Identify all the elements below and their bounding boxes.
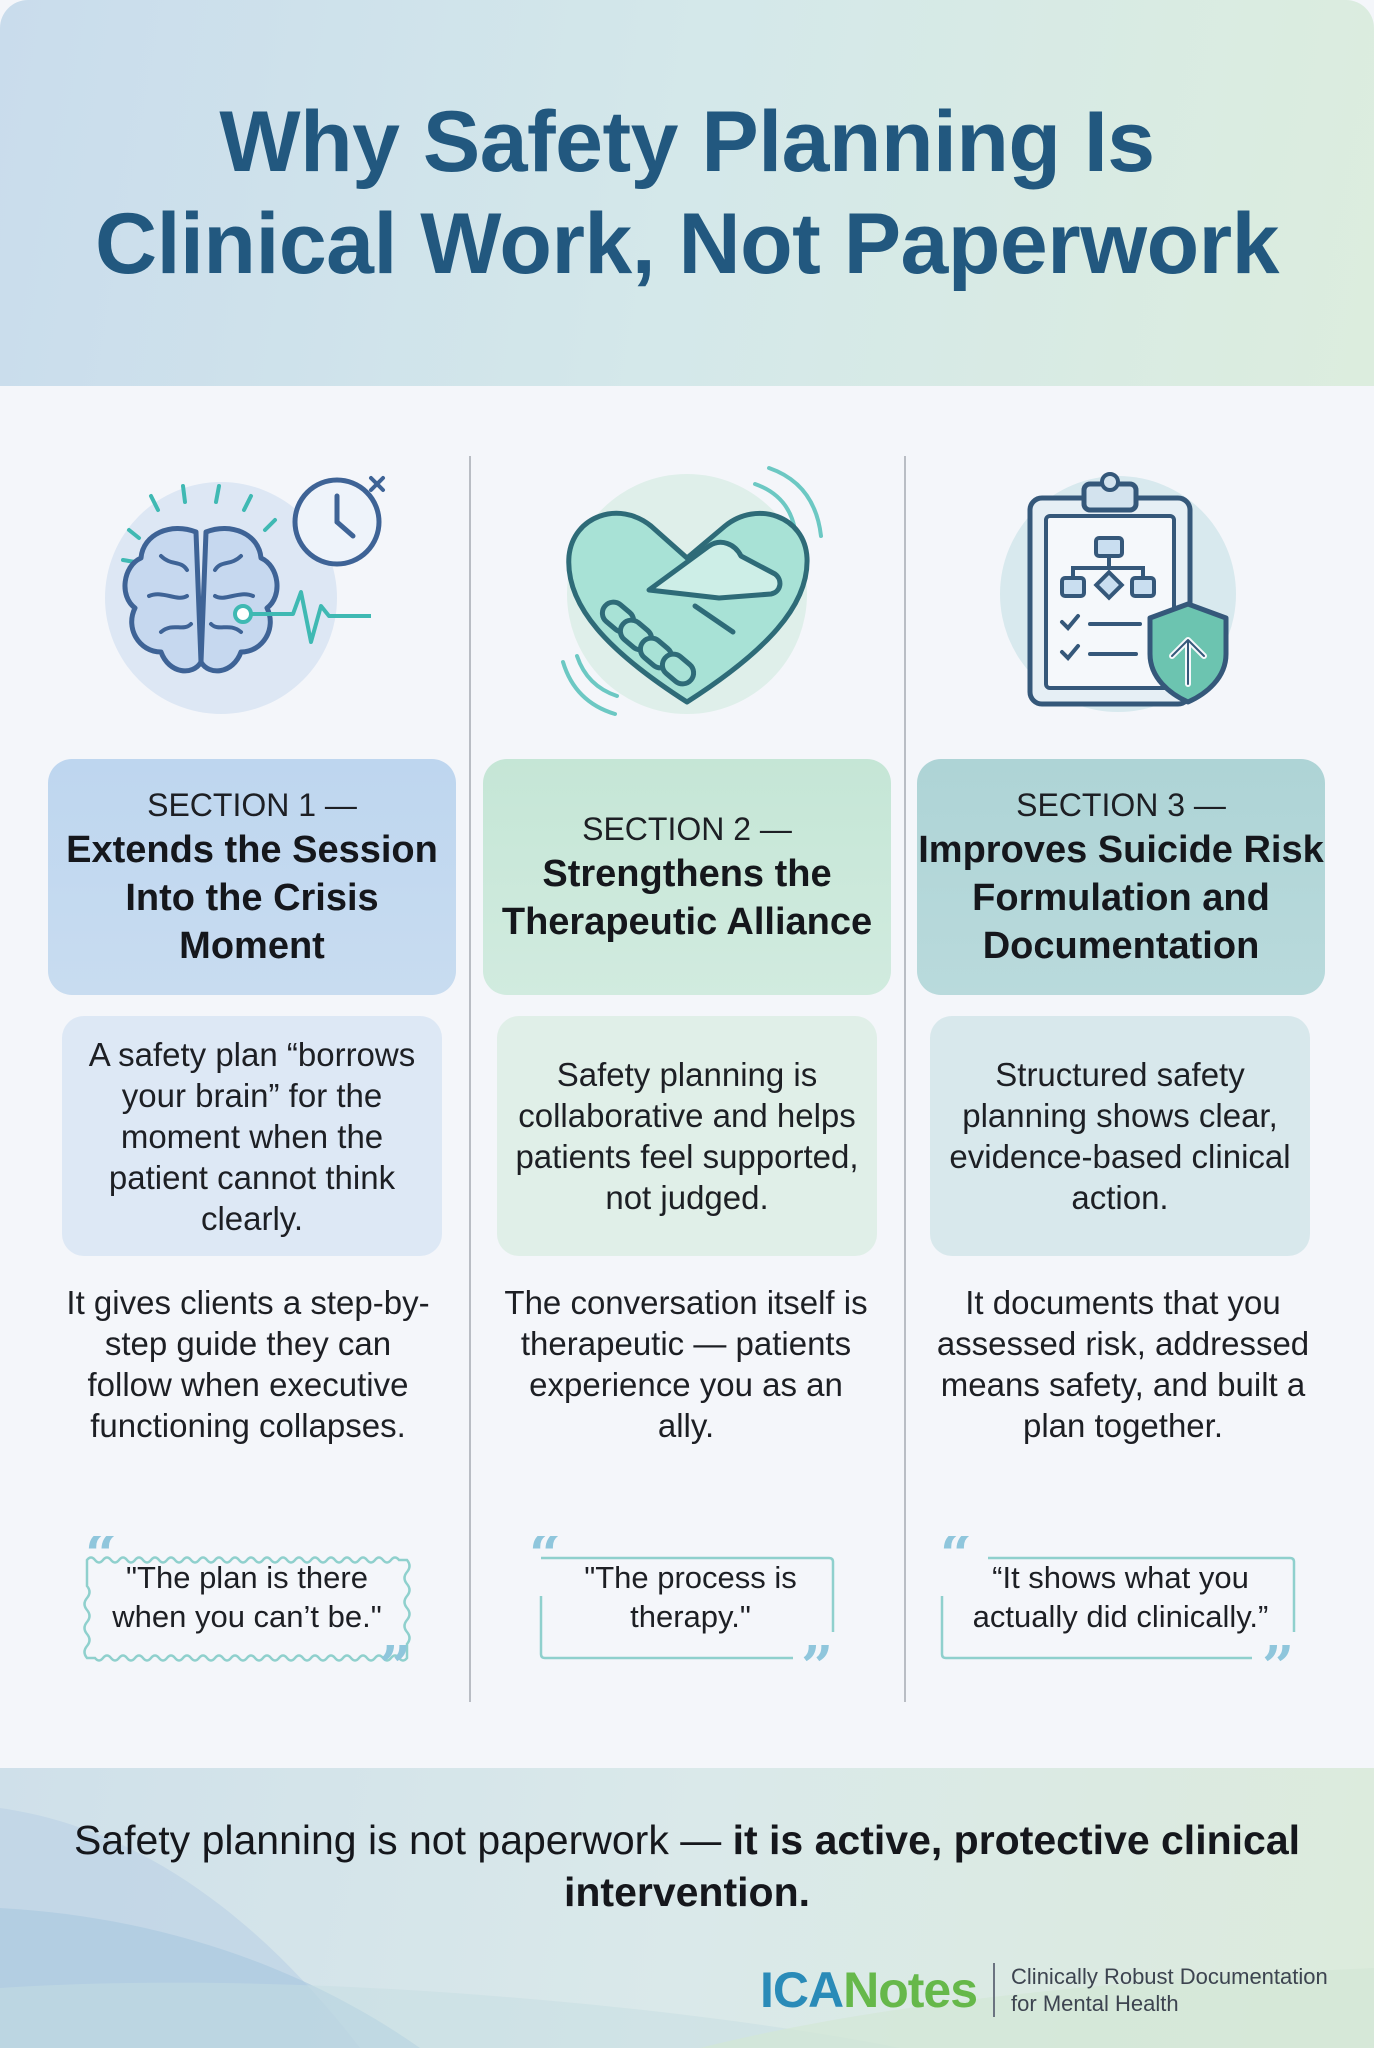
brand-block: ICANotes Clinically Robust Documentation… — [760, 1960, 1341, 2020]
section-quote: “It shows what you actually did clinical… — [972, 1560, 1269, 1634]
footer-statement: Safety planning is not paperwork — it is… — [0, 1814, 1374, 1918]
section-number: SECTION 3 — — [1016, 787, 1226, 823]
close-quote-icon: ” — [1262, 1634, 1294, 1686]
section-title: Strengthens the Therapeutic Alliance — [501, 853, 873, 943]
brain-clock-icon — [31, 456, 465, 726]
column-divider — [469, 456, 471, 1702]
section-number: SECTION 2 — — [582, 811, 792, 847]
section-description: A safety plan “borrows your brain” for t… — [62, 1016, 442, 1256]
quote-frame: “ ” — [83, 1536, 411, 1686]
close-quote-icon: ” — [801, 1634, 833, 1686]
section-column-2: SECTION 2 — Strengthens the Therapeutic … — [469, 456, 903, 1706]
section-title: Improves Suicide Risk Formulation and Do… — [918, 829, 1324, 967]
section-title-box: SECTION 2 — Strengthens the Therapeutic … — [483, 759, 891, 995]
quote-frame: “ ” — [529, 1536, 835, 1686]
handshake-heart-icon — [469, 456, 903, 726]
section-body: It documents that you assessed risk, add… — [936, 1284, 1310, 1444]
section-title-box: SECTION 3 — Improves Suicide Risk Formul… — [917, 759, 1325, 995]
footer-banner: Safety planning is not paperwork — it is… — [0, 1768, 1374, 2048]
section-title-box: SECTION 1 — Extends the Session Into the… — [48, 759, 456, 995]
column-divider — [904, 456, 906, 1702]
section-title: Extends the Session Into the Crisis Mome… — [66, 829, 438, 967]
page-title: Why Safety Planning Is Clinical Work, No… — [95, 94, 1279, 292]
section-body: The conversation itself is therapeutic —… — [504, 1284, 868, 1444]
section-column-3: SECTION 3 — Improves Suicide Risk Formul… — [906, 456, 1340, 1706]
open-quote-icon: “ — [529, 1536, 561, 1588]
quote-frame: “ ” — [940, 1536, 1296, 1686]
statement-bold: it is active, protective clinical interv… — [563, 1817, 1301, 1915]
open-quote-icon: “ — [940, 1536, 972, 1588]
section-description: Safety planning is collaborative and hel… — [497, 1016, 877, 1256]
icanotes-logo: ICANotes — [760, 1962, 978, 2018]
header-banner: Why Safety Planning Is Clinical Work, No… — [0, 0, 1374, 386]
section-number: SECTION 1 — — [147, 787, 357, 823]
clipboard-shield-icon — [906, 456, 1340, 726]
section-quote: "The process is therapy." — [584, 1560, 797, 1634]
wave-decoration — [0, 1808, 1374, 2048]
statement-plain: Safety planning is not paperwork — — [73, 1817, 733, 1863]
brand-tagline: Clinically Robust Documentation for Ment… — [1011, 1964, 1328, 2016]
open-quote-icon: “ — [85, 1536, 117, 1588]
section-column-1: SECTION 1 — Extends the Session Into the… — [31, 456, 465, 1706]
section-quote: "The plan is there when you can’t be." — [112, 1560, 382, 1634]
section-description: Structured safety planning shows clear, … — [930, 1016, 1310, 1256]
brand-divider — [993, 1963, 996, 2017]
close-quote-icon: ” — [379, 1634, 411, 1686]
section-body: It gives clients a step-by-step guide th… — [66, 1284, 430, 1444]
